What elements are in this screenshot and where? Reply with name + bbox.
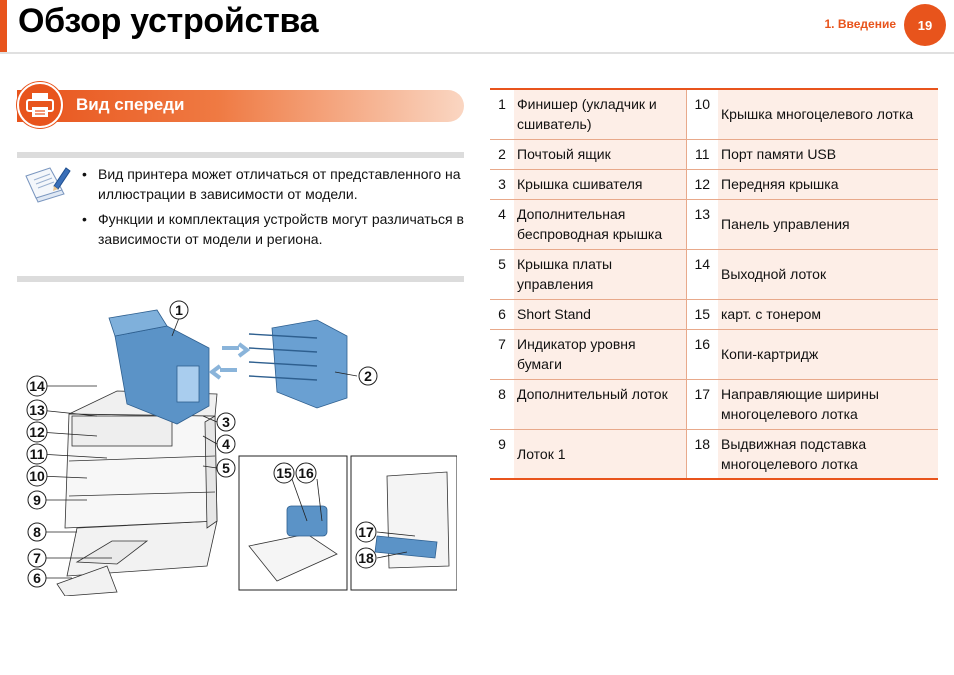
table-row: 7 Индикатор уровня бумаги 16 Копи-картри… [490, 329, 938, 380]
item-label: Выдвижная подставка многоцелевого лотка [718, 429, 938, 480]
item-number: 12 [685, 169, 718, 200]
item-number: 7 [490, 329, 514, 380]
item-label: Дополнительный лоток [514, 379, 686, 430]
item-label: Крышка многоцелевого лотка [718, 89, 938, 140]
item-number: 1 [490, 89, 514, 140]
svg-text:7: 7 [33, 550, 41, 566]
table-row: 5 Крышка платы управления 14 Выходной ло… [490, 249, 938, 300]
item-label: Выходной лоток [718, 249, 938, 300]
callout-14: 14 [26, 375, 48, 397]
item-label: Крышка платы управления [514, 249, 686, 300]
svg-text:11: 11 [30, 446, 45, 462]
item-number: 17 [685, 379, 718, 430]
item-number: 5 [490, 249, 514, 300]
callout-16: 16 [295, 462, 317, 484]
callout-1: 1 [169, 300, 189, 320]
svg-text:4: 4 [222, 436, 230, 452]
item-number: 4 [490, 199, 514, 250]
item-number: 14 [685, 249, 718, 300]
printer-front-view-illustration: 1 2 3 4 5 6 7 8 9 10 11 12 13 14 15 16 1… [17, 296, 458, 597]
svg-text:13: 13 [29, 402, 45, 418]
item-number: 18 [685, 429, 718, 480]
callout-11: 11 [26, 443, 48, 465]
svg-text:6: 6 [33, 570, 41, 586]
callout-3: 3 [216, 412, 236, 432]
svg-text:3: 3 [222, 414, 230, 430]
item-label: Порт памяти USB [718, 139, 938, 170]
svg-text:12: 12 [29, 424, 45, 440]
svg-text:8: 8 [33, 524, 41, 540]
svg-text:9: 9 [33, 492, 41, 508]
item-label: карт. с тонером [718, 299, 938, 330]
component-legend-table: 1 Финишер (укладчик и сшиватель) 10 Крыш… [490, 88, 938, 480]
svg-text:18: 18 [358, 550, 374, 566]
item-label: Крышка сшивателя [514, 169, 686, 200]
table-row: 1 Финишер (укладчик и сшиватель) 10 Крыш… [490, 89, 938, 140]
callout-8: 8 [27, 522, 47, 542]
printer-drawing [56, 309, 458, 597]
svg-text:10: 10 [29, 468, 45, 484]
table-row: 8 Дополнительный лоток 17 Направляющие ш… [490, 379, 938, 430]
table-row: 4 Дополнительная беспроводная крышка 13 … [490, 199, 938, 250]
callout-labels: 1 2 3 4 5 6 7 8 9 10 11 12 13 14 15 16 1… [26, 300, 378, 588]
item-label: Передняя крышка [718, 169, 938, 200]
title-divider [0, 52, 954, 54]
note-item: Функции и комплектация устройств могут р… [82, 209, 464, 249]
svg-text:2: 2 [364, 368, 372, 384]
item-number: 8 [490, 379, 514, 430]
callout-9: 9 [27, 490, 47, 510]
item-number: 9 [490, 429, 514, 480]
item-number: 3 [490, 169, 514, 200]
svg-text:5: 5 [222, 460, 230, 476]
svg-text:1: 1 [175, 302, 183, 318]
item-label: Панель управления [718, 199, 938, 250]
callout-12: 12 [26, 421, 48, 443]
section-title: Вид спереди [76, 95, 185, 114]
callout-15: 15 [273, 462, 295, 484]
item-label: Копи-картридж [718, 329, 938, 380]
table-row: 3 Крышка сшивателя 12 Передняя крышка [490, 169, 938, 200]
svg-text:14: 14 [29, 378, 45, 394]
item-label: Финишер (укладчик и сшиватель) [514, 89, 686, 140]
printer-icon [17, 82, 63, 128]
section-header-bar [17, 90, 464, 122]
svg-text:16: 16 [298, 465, 314, 481]
item-number: 2 [490, 139, 514, 170]
table-row: 2 Почтоый ящик 11 Порт памяти USB [490, 139, 938, 170]
callout-4: 4 [216, 434, 236, 454]
page-number-badge: 19 [904, 4, 946, 46]
callout-7: 7 [27, 548, 47, 568]
title-accent-bar [0, 0, 7, 52]
item-number: 10 [685, 89, 718, 140]
callout-2: 2 [358, 366, 378, 386]
table-row: 9 Лоток 1 18 Выдвижная подставка многоце… [490, 429, 938, 480]
callout-5: 5 [216, 458, 236, 478]
callout-18: 18 [355, 547, 377, 569]
item-label: Индикатор уровня бумаги [514, 329, 686, 380]
svg-text:15: 15 [276, 465, 292, 481]
page-title: Обзор устройства [18, 2, 319, 40]
item-number: 15 [685, 299, 718, 330]
note-item: Вид принтера может отличаться от предста… [82, 164, 464, 204]
item-number: 6 [490, 299, 514, 330]
note-list: Вид принтера может отличаться от предста… [82, 164, 464, 254]
item-number: 16 [685, 329, 718, 380]
item-label: Направляющие ширины многоцелевого лотка [718, 379, 938, 430]
item-number: 13 [685, 199, 718, 250]
item-label: Лоток 1 [514, 429, 686, 480]
callout-10: 10 [26, 465, 48, 487]
item-label: Почтоый ящик [514, 139, 686, 170]
note-pencil-icon [24, 164, 72, 211]
item-number: 11 [685, 139, 718, 170]
callout-6: 6 [27, 568, 47, 588]
callout-13: 13 [26, 399, 48, 421]
callout-17: 17 [355, 521, 377, 543]
item-label: Short Stand [514, 299, 686, 330]
table-row: 6 Short Stand 15 карт. с тонером [490, 299, 938, 330]
svg-text:17: 17 [358, 524, 374, 540]
breadcrumb-link[interactable]: 1. Введение [824, 17, 897, 31]
item-label: Дополнительная беспроводная крышка [514, 199, 686, 250]
